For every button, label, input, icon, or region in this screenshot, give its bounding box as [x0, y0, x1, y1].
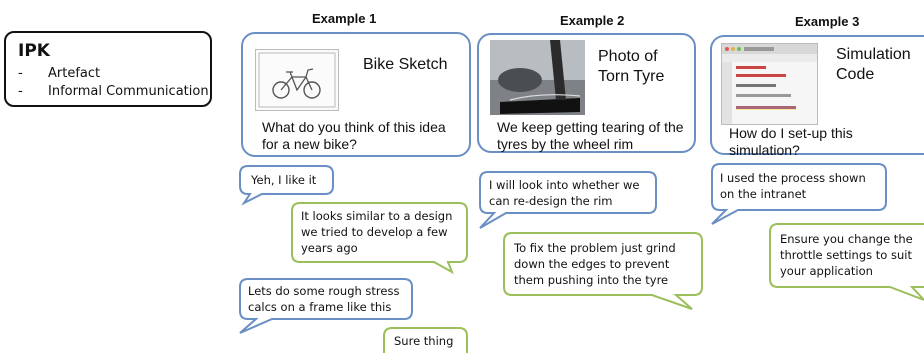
tyre-icon [490, 40, 585, 115]
example-2-card: Photo of Torn Tyre We keep getting teari… [477, 33, 696, 153]
reply-bubble-text: Sure thing [394, 334, 454, 348]
reply-bubble-text: Lets do some rough stress calcs on a fra… [248, 284, 400, 314]
bubble-outline-green [383, 327, 468, 353]
ipk-item-label: Artefact [48, 66, 101, 81]
example-1-card: Bike Sketch What do you think of this id… [241, 32, 471, 157]
card-label: Bike Sketch [363, 56, 448, 73]
code-editor-icon [722, 44, 817, 124]
bubble-outline-blue [239, 165, 334, 206]
card-question: What do you think of this idea for a new… [262, 119, 446, 152]
reply-bubble-text: I used the process shown on the intranet [720, 171, 866, 201]
bike-sketch-image [255, 49, 339, 111]
ipk-list-item: - Informal Communication [18, 83, 209, 101]
example-3-card: Simulation Code How do I set-up this sim… [710, 35, 924, 158]
ipk-title: IPK [18, 41, 50, 61]
card-label-text: Simulation Code [836, 46, 911, 83]
card-question: How do I set-up this simulation? [729, 125, 853, 158]
bubble-outline-blue [711, 163, 887, 225]
ipk-item-label: Informal Communication [48, 84, 209, 99]
bubble-outline-green [291, 202, 468, 275]
code-screenshot-image [721, 43, 818, 125]
example-2-title: Example 2 [560, 13, 625, 28]
card-label: Photo of Torn Tyre [598, 47, 678, 87]
reply-bubble-text: It looks similar to a design we tried to… [301, 209, 453, 255]
bike-icon [258, 52, 336, 108]
example-1-title: Example 1 [312, 11, 377, 26]
card-label: Simulation Code [836, 45, 916, 85]
bubble-outline-green [769, 223, 924, 301]
ipk-list: - Artefact - Informal Communication [18, 65, 209, 101]
ipk-list-item: - Artefact [18, 65, 209, 83]
reply-bubble-text: Yeh, I like it [251, 173, 317, 187]
card-label-text: Photo of Torn Tyre [598, 48, 665, 85]
bubble-outline-blue [479, 171, 657, 229]
torn-tyre-photo [490, 40, 585, 115]
bullet-dash: - [18, 84, 23, 99]
reply-bubble-text: Ensure you change the throttle settings … [780, 232, 913, 278]
bubble-outline-green [503, 232, 703, 310]
reply-bubble-text: I will look into whether we can re-desig… [489, 178, 640, 208]
card-question: We keep getting tearing of the tyres by … [497, 119, 684, 152]
bubble-outline-blue [239, 278, 413, 334]
ipk-legend-box: IPK - Artefact - Informal Communication [4, 31, 212, 107]
bullet-dash: - [18, 66, 23, 81]
reply-bubble-text: To fix the problem just grind down the e… [514, 241, 676, 287]
example-3-title: Example 3 [795, 14, 860, 29]
